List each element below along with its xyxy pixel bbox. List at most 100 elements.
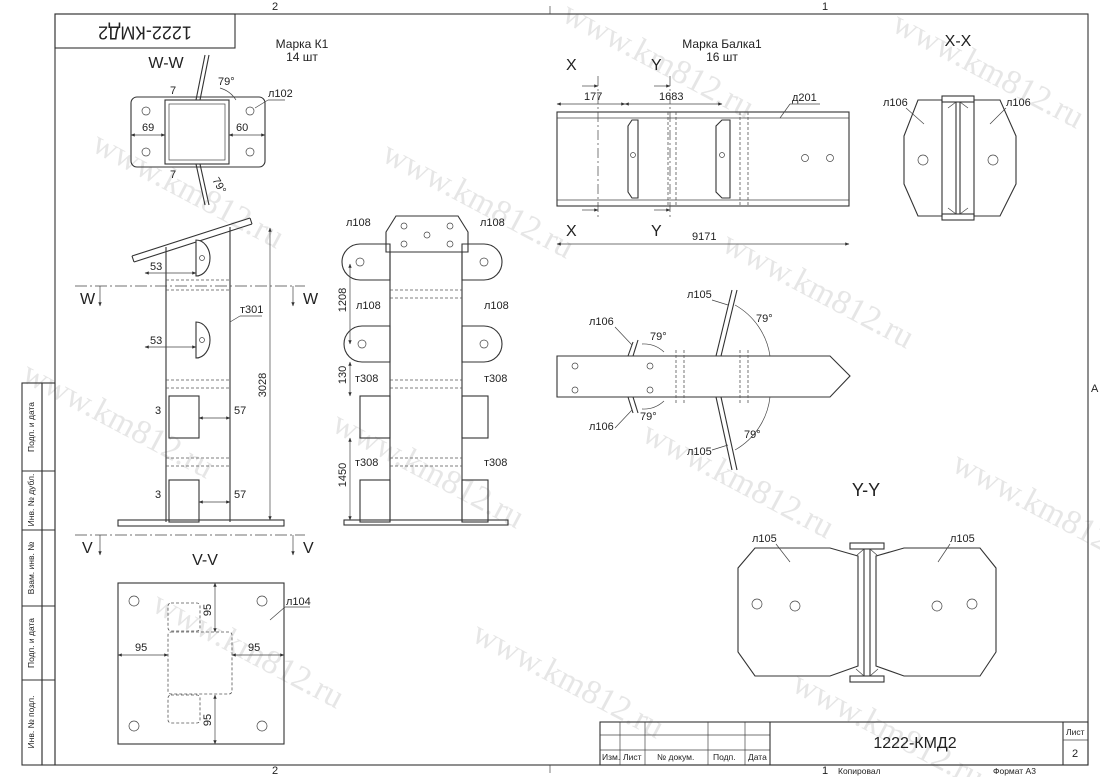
watermark: www.km812.ru [376, 134, 580, 266]
stamp-col-sign: Подп. [713, 752, 736, 762]
title-block: Изм. Лист № докум. Подп. Дата 1222-КМД2 … [599, 721, 1089, 776]
vv-dim-95-bottom: 95 [202, 714, 214, 726]
label-t308-c: т308 [355, 457, 378, 469]
section-ww: W-W 79° 79° 69 60 7 7 л102 [130, 54, 293, 206]
side-stamp-cell: Подп. и дата [26, 402, 36, 452]
beam-angle-a: 79° [650, 331, 667, 343]
sheet-number: 2 [1072, 748, 1078, 760]
zone-side: A [1091, 383, 1099, 395]
watermark: www.km812.ru [466, 614, 670, 746]
watermark: www.km812.ru [886, 4, 1090, 136]
stamp-col-izm: Изм. [602, 752, 620, 762]
label-l108-b: л108 [480, 217, 505, 229]
beam-angle-b: 79° [640, 411, 657, 423]
ww-angle-top: 79° [218, 76, 235, 88]
side-stamp-cell: Взам. инв. № [26, 542, 36, 595]
watermark: www.km812.ru [86, 124, 290, 256]
section-yy-title: Y-Y [852, 480, 880, 500]
drawing-code: 1222-КМД2 [873, 735, 956, 752]
watermark: www.km812.ru [786, 664, 990, 777]
cut-y-bottom: Y [651, 223, 662, 240]
vv-dim-95-top: 95 [202, 604, 214, 616]
label-l108-d: л108 [484, 300, 509, 312]
label-t308-b: т308 [484, 373, 507, 385]
mid-dim-1450: 1450 [337, 463, 349, 487]
label-l105-b: л105 [687, 446, 712, 458]
watermark: www.km812.ru [636, 414, 840, 546]
zone-top-left: 2 [272, 1, 278, 13]
watermark: www.km812.ru [946, 444, 1100, 576]
beam-header: Марка Балка1 16 шт [682, 37, 762, 64]
cut-y-top: Y [651, 57, 662, 74]
label-l106-xx-left: л106 [883, 97, 908, 109]
stamp-col-list: Лист [623, 752, 642, 762]
beam-dim-177: 177 [584, 91, 602, 103]
watermark: www.km812.ru [16, 354, 220, 486]
label-t308-d: т308 [484, 457, 507, 469]
section-vv-title: V-V [192, 552, 218, 569]
k1-dim-3-b: 3 [155, 489, 161, 501]
side-stamp-cell: Подп. и дата [26, 618, 36, 668]
label-l106-xx-right: л106 [1006, 97, 1031, 109]
mid-dim-130: 130 [337, 366, 349, 384]
beam-dim-9171: 9171 [692, 231, 716, 243]
drawing-code-rotated: 1222-КМД2 [98, 22, 192, 42]
vv-dim-95-left: 95 [135, 642, 147, 654]
label-d201: д201 [792, 92, 817, 104]
ww-dim-7-bottom: 7 [170, 169, 176, 181]
beam-angle-c: 79° [756, 313, 773, 325]
section-xx: X-X л106 л106 [883, 33, 1031, 221]
ww-dim-69: 69 [142, 122, 154, 134]
k1-dim-57-a: 57 [234, 405, 246, 417]
label-l106-a: л106 [589, 316, 614, 328]
cut-v-right: V [303, 540, 314, 557]
label-l102: л102 [268, 88, 293, 100]
section-xx-title: X-X [945, 33, 972, 50]
side-stamp-cell: Инв. № подл. [26, 696, 36, 749]
section-yy: Y-Y л105 л105 [737, 480, 997, 683]
cut-w-left: W [80, 291, 96, 308]
k1-qty: 14 шт [286, 50, 318, 64]
ww-dim-60: 60 [236, 122, 248, 134]
cut-v-left: V [82, 540, 93, 557]
stamp-col-doc: № докум. [657, 752, 694, 762]
label-l105-yy-left: л105 [752, 533, 777, 545]
k1-elevation: W W V V 53 53 3 57 3 57 3028 т301 [75, 217, 319, 557]
watermark: www.km812.ru [326, 404, 530, 536]
ww-dim-7-top: 7 [170, 85, 176, 97]
mid-elevation: л108 л108 л108 л108 т308 т308 т308 т308 … [337, 215, 509, 526]
k1-dim-53-b: 53 [150, 335, 162, 347]
k1-header: Марка К1 14 шт [276, 37, 329, 64]
stamp-col-date: Дата [748, 752, 767, 762]
vv-dim-95-right: 95 [248, 642, 260, 654]
code-box-rotated: 1222-КМД2 [54, 13, 236, 49]
zone-bottom-right: 1 [822, 765, 828, 777]
zone-bottom-left: 2 [272, 765, 278, 777]
section-ww-title: W-W [148, 55, 184, 72]
k1-mark: Марка К1 [276, 37, 329, 51]
label-l108-a: л108 [346, 217, 371, 229]
beam-qty: 16 шт [706, 50, 738, 64]
k1-dim-3028: 3028 [257, 373, 269, 397]
k1-dim-53-a: 53 [150, 261, 162, 273]
format-label: Формат А3 [993, 766, 1036, 776]
zone-top-right: 1 [822, 1, 828, 13]
sheet-label: Лист [1066, 727, 1085, 737]
beam-angle-d: 79° [744, 429, 761, 441]
beam-mark: Марка Балка1 [682, 37, 762, 51]
beam-dim-1683: 1683 [659, 91, 683, 103]
label-l105-a: л105 [687, 289, 712, 301]
label-l104: л104 [286, 596, 311, 608]
label-l108-c: л108 [356, 300, 381, 312]
label-t308-a: т308 [355, 373, 378, 385]
mid-dim-1208: 1208 [337, 288, 349, 312]
side-stamp-cell: Инв. № дубл. [26, 474, 36, 527]
k1-dim-3-a: 3 [155, 405, 161, 417]
cut-x-bottom: X [566, 223, 577, 240]
watermark-layer: www.km812.ru www.km812.ru www.km812.ru w… [16, 0, 1100, 777]
beam-plan: X X Y Y 177 1683 9171 д201 [556, 57, 850, 246]
beam-elevation: 79° 79° 79° 79° л105 л105 л106 л106 [556, 289, 851, 471]
label-l106-b: л106 [589, 421, 614, 433]
label-l105-yy-right: л105 [950, 533, 975, 545]
